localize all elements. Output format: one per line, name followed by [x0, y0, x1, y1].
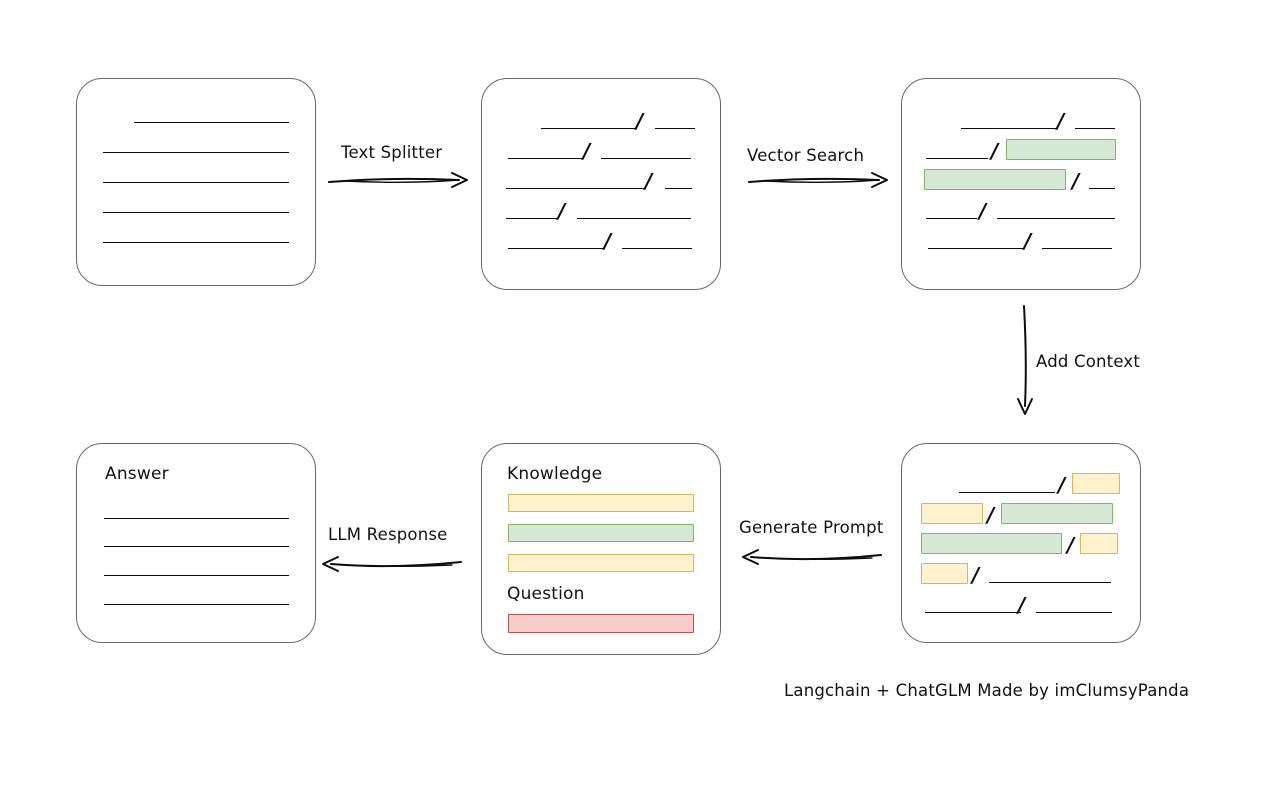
- node-vector-search-results-line-segment: [1075, 128, 1115, 129]
- node-vector-search-results-line-segment: [928, 248, 1023, 249]
- node-split-chunks-line-segment: [506, 218, 558, 219]
- node-split-chunks-line-segment: [665, 188, 692, 189]
- node-vector-search-results-separator-slash: /: [991, 139, 999, 163]
- edge-text-splitter-arrow: [328, 172, 468, 188]
- edge-text-splitter[interactable]: [328, 168, 468, 192]
- node-prompt-context-highlight-yellow: [1072, 473, 1120, 494]
- node-split-chunks-line-segment: [541, 128, 637, 129]
- node-source-document-line-segment: [134, 122, 289, 123]
- node-prompt-context-line-segment: [989, 582, 1111, 583]
- node-vector-search-results-highlight-green: [924, 169, 1066, 190]
- node-generated-prompt-bar-yellow: [508, 494, 694, 512]
- node-source-document-line-segment: [103, 212, 289, 213]
- node-prompt-context-separator-slash: /: [1018, 593, 1026, 617]
- node-split-chunks-line-segment: [508, 158, 584, 159]
- node-split-chunks-line-segment: [508, 248, 605, 249]
- node-vector-search-results-line-segment: [926, 218, 977, 219]
- node-prompt-context-line-segment: [925, 612, 1021, 613]
- node-split-chunks-line-segment: [655, 128, 695, 129]
- node-vector-search-results-line-segment: [961, 128, 1058, 129]
- node-generated-prompt-heading: Question: [507, 584, 585, 604]
- node-prompt-context-highlight-yellow: [921, 563, 968, 584]
- node-split-chunks-line-segment: [622, 248, 692, 249]
- node-source-document-line-segment: [103, 242, 289, 243]
- node-split-chunks-separator-slash: /: [636, 109, 644, 133]
- edge-add-context[interactable]: [1013, 305, 1037, 415]
- node-split-chunks[interactable]: [481, 78, 721, 290]
- edge-vector-search[interactable]: [748, 168, 888, 192]
- node-split-chunks-separator-slash: /: [604, 229, 612, 253]
- node-vector-search-results-separator-slash: /: [1057, 109, 1065, 133]
- node-vector-search-results-line-segment: [997, 218, 1115, 219]
- node-source-document-line-segment: [103, 152, 289, 153]
- node-answer-line-segment: [104, 575, 289, 576]
- node-split-chunks-separator-slash: /: [558, 199, 566, 223]
- node-vector-search-results-separator-slash: /: [1024, 229, 1032, 253]
- node-answer-line-segment: [104, 518, 289, 519]
- edge-add-context-label: Add Context: [1036, 352, 1141, 371]
- node-split-chunks-line-segment: [601, 158, 691, 159]
- edge-llm-response-label: LLM Response: [328, 525, 448, 544]
- node-generated-prompt-bar-green: [508, 524, 694, 542]
- node-answer-line-segment: [104, 546, 289, 547]
- edge-llm-response[interactable]: [322, 552, 462, 576]
- node-vector-search-results-highlight-green: [1006, 139, 1116, 160]
- node-vector-search-results-line-segment: [926, 158, 988, 159]
- node-split-chunks-separator-slash: /: [645, 169, 653, 193]
- node-split-chunks-separator-slash: /: [583, 139, 591, 163]
- node-prompt-context-highlight-green: [1001, 503, 1113, 524]
- node-vector-search-results-separator-slash: /: [1072, 169, 1080, 193]
- edge-llm-response-arrow: [322, 556, 462, 572]
- node-prompt-context-separator-slash: /: [987, 503, 995, 527]
- node-prompt-context-line-segment: [959, 492, 1055, 493]
- node-prompt-context-highlight-yellow: [1080, 533, 1118, 554]
- node-split-chunks-line-segment: [506, 188, 646, 189]
- node-generated-prompt-heading: Knowledge: [507, 464, 603, 484]
- node-answer-heading: Answer: [105, 464, 169, 484]
- node-vector-search-results-separator-slash: /: [979, 199, 987, 223]
- node-vector-search-results-line-segment: [1089, 188, 1115, 189]
- node-prompt-context-highlight-green: [921, 533, 1062, 554]
- edge-vector-search-label: Vector Search: [747, 146, 865, 165]
- node-prompt-context-separator-slash: /: [1067, 533, 1075, 557]
- edge-generate-prompt-arrow: [742, 549, 882, 565]
- node-prompt-context-highlight-yellow: [921, 503, 983, 524]
- edge-add-context-arrow: [1017, 305, 1033, 415]
- node-source-document-line-segment: [103, 182, 289, 183]
- node-generated-prompt-bar-red: [508, 614, 694, 633]
- node-generated-prompt-bar-yellow: [508, 554, 694, 572]
- edge-vector-search-arrow: [748, 172, 888, 188]
- node-vector-search-results-line-segment: [1042, 248, 1112, 249]
- edge-text-splitter-label: Text Splitter: [341, 143, 443, 162]
- node-prompt-context-separator-slash: /: [972, 563, 980, 587]
- credit-text: Langchain + ChatGLM Made by imClumsyPand…: [784, 681, 1190, 700]
- node-prompt-context-separator-slash: /: [1058, 473, 1066, 497]
- node-answer[interactable]: [76, 443, 316, 643]
- node-split-chunks-line-segment: [577, 218, 691, 219]
- node-prompt-context-line-segment: [1036, 612, 1112, 613]
- edge-generate-prompt[interactable]: [742, 545, 882, 569]
- node-answer-line-segment: [104, 604, 289, 605]
- edge-generate-prompt-label: Generate Prompt: [739, 518, 884, 537]
